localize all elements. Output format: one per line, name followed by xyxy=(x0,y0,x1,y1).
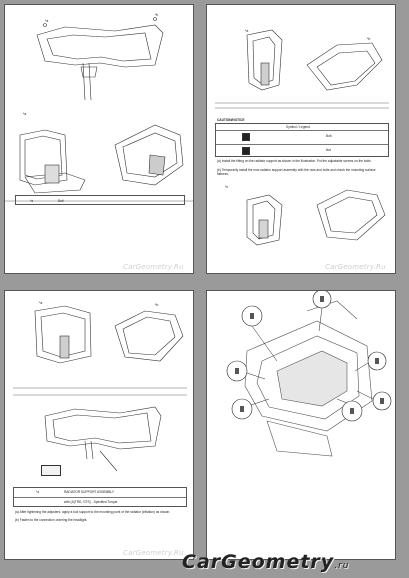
instruction-text: (a) After tightening the adjusters, appl… xyxy=(15,510,171,514)
torque-table: *a RADIATOR SUPPORT ASSEMBLY with (A)TRD… xyxy=(13,487,187,507)
callout-label: *a xyxy=(39,301,43,305)
legend-table: Symbol / Legend Bolt Nut xyxy=(215,123,389,157)
page-2-illustrations xyxy=(215,29,389,246)
callout-label: *c xyxy=(225,185,229,189)
section-heading: CAUTION/NOTICE xyxy=(217,118,245,122)
page-2: *a *b CAUTION/NOTICE Symbol / Legend Bol… xyxy=(206,4,396,274)
page-4 xyxy=(206,290,396,560)
instruction-text: (a) Install the fitting on the radiator … xyxy=(217,159,372,163)
table-cell: Bolt xyxy=(58,199,64,203)
page-4-illustration xyxy=(226,291,392,457)
page-3: *a *b *a RADIATOR SUPPORT ASSEMBLY with … xyxy=(4,290,194,560)
info-table: *a Bolt xyxy=(15,195,185,205)
watermark-large: CarGeometry.ru xyxy=(182,551,350,573)
table-cell: Nut xyxy=(326,148,331,152)
bolt-symbol-icon xyxy=(242,133,250,141)
callout-label: *a xyxy=(245,29,249,33)
table-cell: Bolt xyxy=(326,134,332,138)
nut-symbol-icon xyxy=(242,147,250,155)
callout-label: *a xyxy=(23,112,27,116)
callout-label: *b xyxy=(155,13,159,17)
table-cell: RADIATOR SUPPORT ASSEMBLY xyxy=(64,490,115,494)
watermark: CarGeometry.Ru xyxy=(325,263,386,271)
page-3-illustrations xyxy=(13,305,187,472)
table-cell: *a xyxy=(30,199,34,203)
watermark: CarGeometry.Ru xyxy=(123,549,184,557)
watermark: CarGeometry.Ru xyxy=(123,263,184,271)
page-1: *a *b *a *a Bolt CarGeometry.Ru xyxy=(4,4,194,274)
callout-label: *b xyxy=(367,37,371,41)
instruction-text: (b) Temporarily install the new radiator… xyxy=(217,168,376,176)
callout-label: *a xyxy=(45,19,49,23)
page-1-illustrations xyxy=(5,17,193,202)
table-header: Symbol / Legend xyxy=(286,125,310,129)
table-cell: with (A)TRD, GTS) - Specified Torque xyxy=(64,500,118,504)
instruction-text: (b) Fasten to the connection ordering th… xyxy=(15,518,88,522)
callout-label: *b xyxy=(155,303,159,307)
table-cell: *a xyxy=(36,490,40,494)
symbol-box xyxy=(41,465,61,476)
